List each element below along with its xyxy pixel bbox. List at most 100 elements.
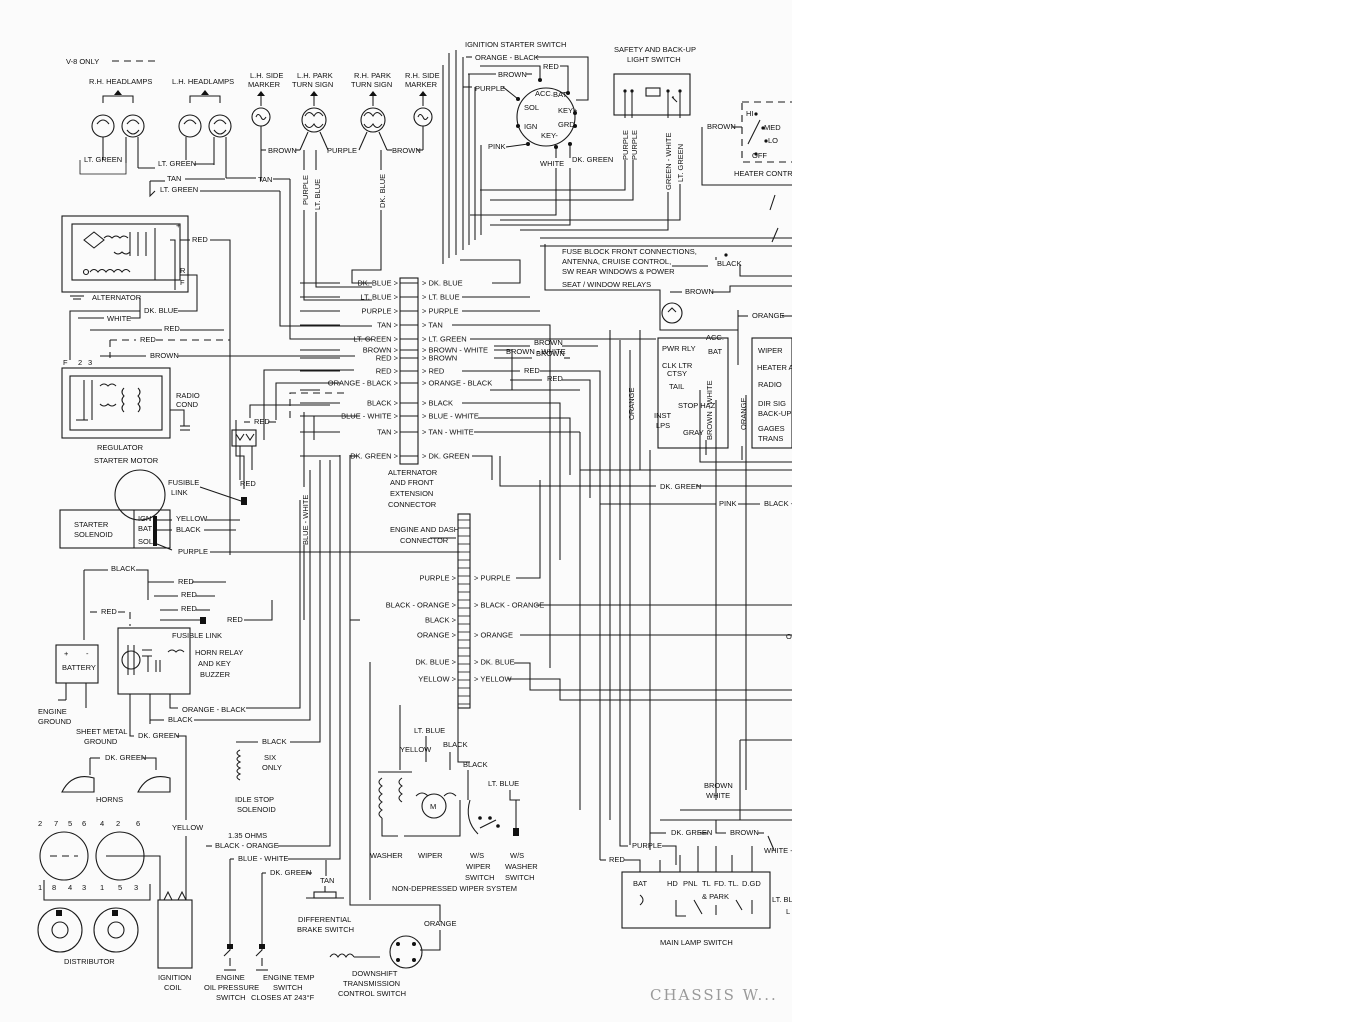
svg-text:LINK: LINK (171, 488, 188, 497)
svg-text:BLUE - WHITE: BLUE - WHITE (301, 495, 310, 545)
svg-text:6: 6 (136, 819, 140, 828)
svg-text:WHITE: WHITE (706, 791, 730, 800)
alternator-label: ALTERNATOR (92, 293, 142, 302)
connector-right-wire-label: > RED (422, 367, 445, 376)
svg-text:DIR SIG: DIR SIG (758, 399, 786, 408)
svg-text:RED: RED (101, 607, 117, 616)
lh-side-marker-label: L.H. SIDE (250, 71, 283, 80)
radio-cond-label: RADIO (176, 391, 200, 400)
svg-text:PINK: PINK (719, 499, 737, 508)
svg-text:3: 3 (88, 358, 92, 367)
svg-text:AND KEY: AND KEY (198, 659, 231, 668)
engine-temp-label: ENGINE TEMP (263, 973, 315, 982)
svg-text:RED: RED (227, 615, 243, 624)
rh-park-turn-label: R.H. PARK (354, 71, 391, 80)
dash-right-wire-label: > DK. BLUE (474, 658, 515, 667)
svg-text:D.GD: D.GD (742, 879, 761, 888)
fusible-link-2-label: FUSIBLE LINK (172, 631, 222, 640)
wiring-diagram-sheet: V-8 ONLY R.H. HEADLAMPS L.H. HEADLAMPS L… (37, 40, 802, 1004)
svg-text:2: 2 (38, 819, 42, 828)
svg-text:TAN: TAN (320, 876, 334, 885)
svg-text:& PARK: & PARK (702, 892, 729, 901)
dash-left-wire-label: ORANGE > (417, 631, 457, 640)
svg-text:PURPLE: PURPLE (327, 146, 357, 155)
svg-text:BROWN: BROWN (704, 781, 733, 790)
connector-left-wire-label: LT. BLUE > (360, 293, 398, 302)
svg-text:RED: RED (140, 335, 156, 344)
relay-small-symbol (231, 429, 257, 470)
ignition-coil-label: IGNITION (158, 973, 191, 982)
svg-text:BLACK: BLACK (168, 715, 193, 724)
main-lamp-switch-label: MAIN LAMP SWITCH (660, 938, 733, 947)
svg-text:ORANGE: ORANGE (424, 919, 457, 928)
svg-text:F: F (63, 358, 68, 367)
svg-text:TAN: TAN (167, 174, 181, 183)
rh-headlamps-label: R.H. HEADLAMPS (89, 77, 152, 86)
connector-left-wire-label: PURPLE > (362, 307, 399, 316)
svg-text:SWITCH: SWITCH (216, 993, 246, 1002)
svg-text:BLACK: BLACK (176, 525, 201, 534)
svg-text:CONNECTOR: CONNECTOR (388, 500, 437, 509)
ws-wiper-switch-symbol (467, 799, 500, 835)
connector-right-wire-label: > ORANGE - BLACK (422, 379, 492, 388)
svg-text:RED: RED (164, 324, 180, 333)
ws-washer-switch-label: W/S (510, 851, 524, 860)
svg-text:SOLENOID: SOLENOID (237, 805, 276, 814)
rh-side-marker-label: R.H. SIDE (405, 71, 440, 80)
svg-text:SOL: SOL (524, 103, 539, 112)
ohms-label: 1.35 OHMS (228, 831, 267, 840)
svg-text:OIL PRESSURE: OIL PRESSURE (204, 983, 259, 992)
svg-text:TRANSMISSION: TRANSMISSION (343, 979, 400, 988)
svg-text:DK. GREEN: DK. GREEN (270, 868, 311, 877)
ignition-starter-switch-symbol (516, 78, 577, 149)
connector-left-wire-label: DK. GREEN > (350, 452, 398, 461)
svg-text:RED: RED (181, 590, 197, 599)
svg-text:PURPLE: PURPLE (475, 84, 505, 93)
starter-solenoid-symbol (59, 509, 171, 549)
lh-side-marker-symbol (251, 91, 271, 181)
oil-pressure-label: ENGINE (216, 973, 245, 982)
wiper-label: WIPER (418, 851, 443, 860)
svg-text:5: 5 (118, 883, 122, 892)
svg-text:LO: LO (768, 136, 778, 145)
dash-right-wire-label: > YELLOW (474, 675, 513, 684)
svg-text:-: - (86, 649, 89, 658)
svg-text:RED: RED (192, 235, 208, 244)
svg-text:DK. GREEN: DK. GREEN (660, 482, 701, 491)
svg-text:GROUND: GROUND (84, 737, 118, 746)
connector-right-wire-label: > TAN (422, 321, 443, 330)
svg-text:BROWN: BROWN (392, 146, 421, 155)
connector-left-wire-label: BLACK > (367, 399, 399, 408)
connector-left-wire-label: TAN > (377, 321, 399, 330)
svg-text:RADIO: RADIO (758, 380, 782, 389)
connector-right-wire-label: > BROWN - WHITE (422, 346, 488, 355)
rh-park-turn-symbol (358, 91, 388, 151)
svg-text:COIL: COIL (164, 983, 182, 992)
dash-right-wire-label: > BLACK - ORANGE (474, 601, 544, 610)
svg-text:SEAT / WINDOW RELAYS: SEAT / WINDOW RELAYS (562, 280, 651, 289)
connector-right-wire-label: > TAN - WHITE (422, 428, 474, 437)
svg-text:CLOSES AT 243°F: CLOSES AT 243°F (251, 993, 315, 1002)
svg-text:DK. BLUE: DK. BLUE (144, 306, 178, 315)
six-only-label: SIX (264, 753, 276, 762)
svg-text:ORANGE: ORANGE (752, 311, 785, 320)
idle-stop-label: IDLE STOP (235, 795, 274, 804)
svg-text:PURPLE: PURPLE (632, 841, 662, 850)
svg-text:LPS: LPS (656, 421, 670, 430)
svg-text:3: 3 (134, 883, 138, 892)
horn-right-symbol (137, 776, 171, 793)
regulator-label: REGULATOR (97, 443, 144, 452)
svg-text:TAIL: TAIL (669, 382, 684, 391)
svg-text:KEY+: KEY+ (558, 106, 578, 115)
svg-text:BROWN: BROWN (685, 287, 714, 296)
svg-text:LT. GREEN: LT. GREEN (676, 144, 685, 182)
sheet-metal-ground-label: SHEET METAL (76, 727, 127, 736)
svg-text:WHITE -: WHITE - (764, 846, 792, 855)
lh-park-turn-symbol (299, 91, 329, 151)
svg-text:IGN: IGN (524, 122, 537, 131)
engine-dash-connector-label: ENGINE AND DASH (390, 525, 459, 534)
horn-left-symbol (61, 776, 95, 793)
svg-text:LT. GREEN: LT. GREEN (84, 155, 122, 164)
svg-text:2: 2 (116, 819, 120, 828)
